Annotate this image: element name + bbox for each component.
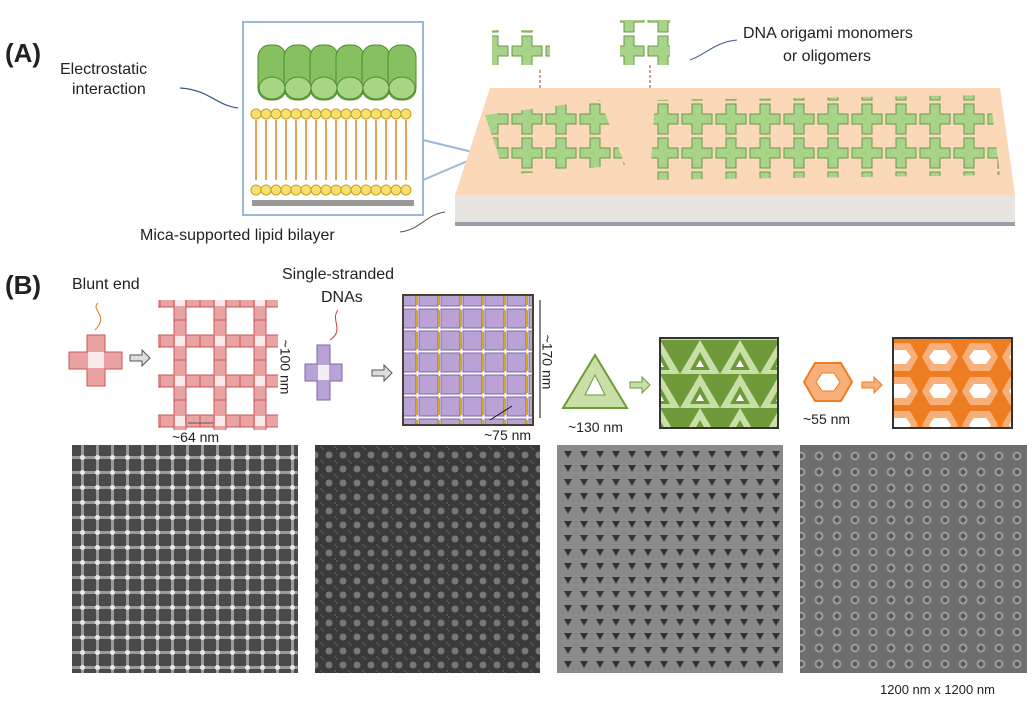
- arrow-icon: [861, 375, 883, 395]
- bilayer-label: Mica-supported lipid bilayer: [140, 227, 335, 244]
- dim-55-label: ~55 nm: [803, 411, 851, 427]
- panel-a-label: (A): [5, 38, 42, 68]
- ss-dna-lattice: [402, 294, 534, 426]
- dim-arrow-75: [489, 405, 513, 421]
- dim-100-label: ~100 nm: [277, 339, 294, 395]
- origami-label-1: DNA origami monomers: [743, 25, 913, 42]
- dim-75-label: ~75 nm: [484, 427, 532, 443]
- scale-label: 1200 nm x 1200 nm: [880, 682, 995, 697]
- electrostatic-label-2: interaction: [72, 81, 146, 98]
- electrostatic-arrow: [179, 87, 239, 109]
- arrow-icon: [371, 363, 393, 383]
- bilayer-arrow: [399, 211, 446, 233]
- triangle-monomer: [561, 353, 629, 409]
- dim-64-label: ~64 nm: [172, 429, 220, 445]
- afm-image-ss-dna: [315, 445, 540, 673]
- ss-dna-monomer: [304, 309, 343, 401]
- bilayer-inset: [242, 21, 486, 216]
- arrow-icon: [629, 375, 651, 395]
- dim-170-label: ~170 nm: [539, 334, 556, 390]
- afm-image-hexagon: [800, 445, 1027, 673]
- afm-image-blunt-end: [72, 445, 298, 673]
- hexagon-lattice: [892, 337, 1013, 429]
- blunt-end-lattice: [158, 300, 278, 430]
- hexagon-monomer: [802, 362, 854, 402]
- mica-slab: [455, 20, 1015, 226]
- afm-image-triangle: [557, 445, 783, 673]
- triangle-lattice: [659, 337, 779, 429]
- dim-130-label: ~130 nm: [568, 419, 623, 435]
- panel-b-label: (B): [5, 270, 42, 300]
- electrostatic-label-1: Electrostatic: [60, 61, 148, 78]
- arrow-icon: [129, 348, 151, 368]
- ss-dna-label-2: DNAs: [321, 289, 363, 306]
- origami-label-2: or oligomers: [783, 48, 872, 65]
- blunt-end-label: Blunt end: [72, 276, 140, 293]
- blunt-end-monomer: [68, 302, 123, 387]
- ss-dna-label-1: Single-stranded: [282, 266, 395, 283]
